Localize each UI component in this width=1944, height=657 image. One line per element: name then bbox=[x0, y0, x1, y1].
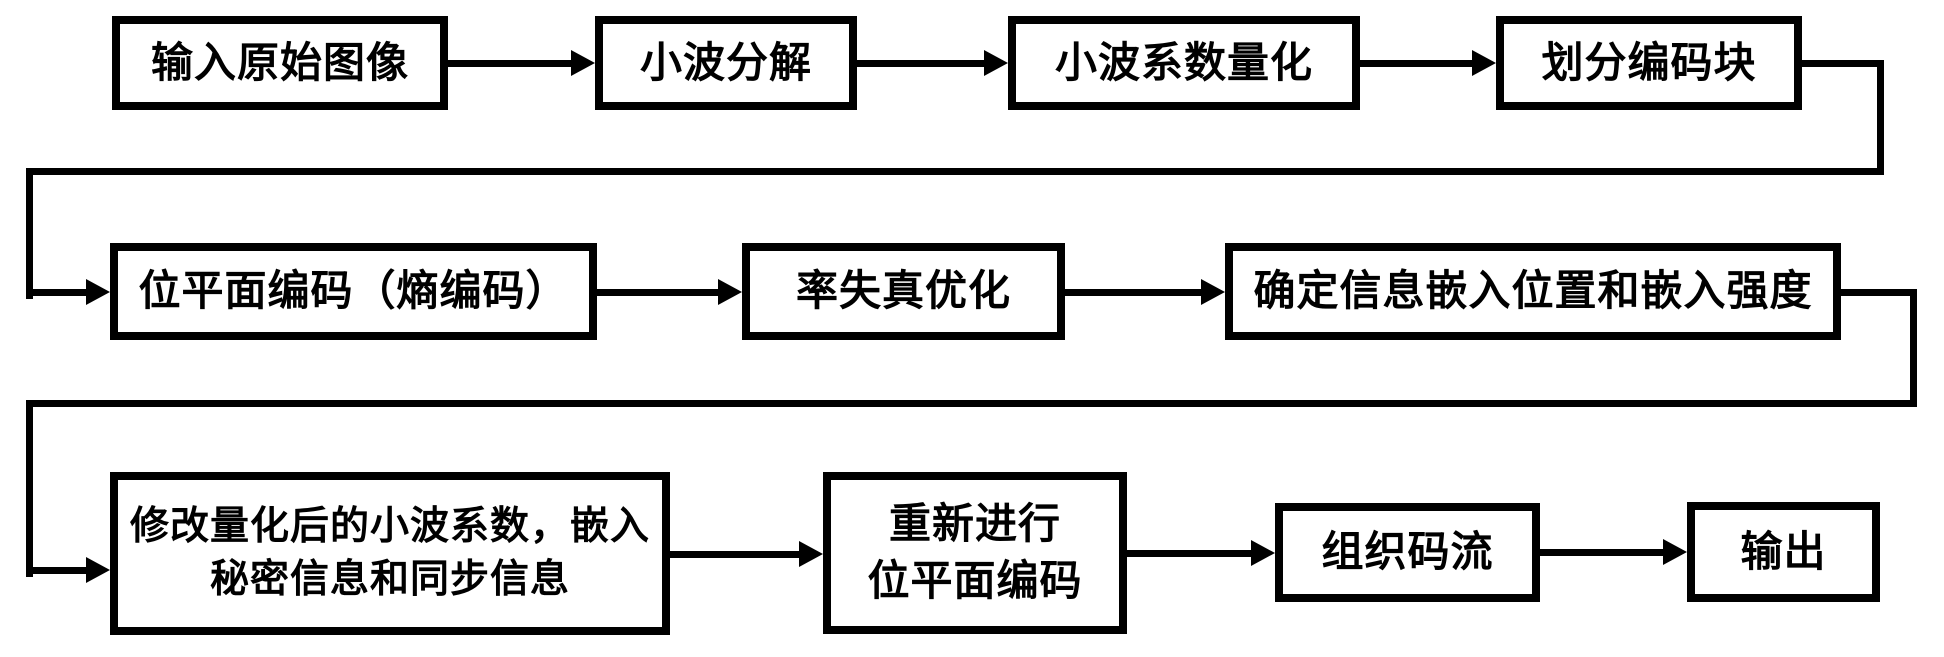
edge-embedding-to-modify-segment-down-left bbox=[26, 400, 33, 577]
node-redo-bitplane-coding: 重新进行 位平面编码 bbox=[823, 472, 1127, 634]
edge-partition-to-bitplane-segment-right bbox=[1802, 60, 1884, 67]
edge-bitplane-to-ratedistortion-line bbox=[597, 289, 720, 296]
node-label-line-1: 修改量化后的小波系数，嵌入 bbox=[129, 504, 650, 548]
node-label-line-1: 重新进行 bbox=[888, 500, 1061, 548]
arrowhead-icon bbox=[1201, 279, 1225, 305]
arrowhead-icon bbox=[799, 541, 823, 567]
edge-input-to-decomposition-line bbox=[448, 60, 576, 67]
edge-modify-to-redo-line bbox=[670, 551, 801, 558]
node-label: 率失真优化 bbox=[795, 267, 1011, 315]
node-label: 输入原始图像 bbox=[150, 38, 409, 86]
node-label-line-2: 位平面编码 bbox=[867, 557, 1083, 604]
edge-partition-to-bitplane-segment-down-left bbox=[26, 168, 33, 299]
edge-quantization-to-partition-line bbox=[1360, 60, 1476, 67]
node-label: 确定信息嵌入位置和嵌入强度 bbox=[1253, 267, 1813, 315]
node-label: 小波系数量化 bbox=[1054, 38, 1313, 86]
node-output: 输出 bbox=[1687, 502, 1880, 602]
node-input-original-image: 输入原始图像 bbox=[112, 16, 448, 110]
edge-organize-to-output-line bbox=[1538, 549, 1665, 556]
edge-partition-to-bitplane-segment-down bbox=[1877, 60, 1884, 175]
arrowhead-icon bbox=[718, 279, 742, 305]
node-modify-quantized-coefficients-embed: 修改量化后的小波系数，嵌入 秘密信息和同步信息 bbox=[110, 472, 670, 635]
edge-embedding-to-modify-line bbox=[26, 567, 88, 574]
edge-embedding-to-modify-segment-across bbox=[26, 400, 1917, 407]
node-label: 输出 bbox=[1740, 527, 1827, 575]
node-label-line-2: 秘密信息和同步信息 bbox=[209, 557, 570, 601]
arrowhead-icon bbox=[984, 50, 1008, 76]
node-partition-code-blocks: 划分编码块 bbox=[1496, 16, 1802, 110]
node-wavelet-decomposition: 小波分解 bbox=[595, 16, 857, 110]
node-bitplane-entropy-coding: 位平面编码（熵编码） bbox=[110, 243, 597, 340]
arrowhead-icon bbox=[86, 557, 110, 583]
arrowhead-icon bbox=[1472, 50, 1496, 76]
node-label: 划分编码块 bbox=[1541, 38, 1757, 86]
edge-partition-to-bitplane-line bbox=[26, 289, 88, 296]
node-rate-distortion-optimization: 率失真优化 bbox=[742, 243, 1065, 340]
arrowhead-icon bbox=[1251, 540, 1275, 566]
edge-redo-to-organize-line bbox=[1127, 550, 1253, 557]
node-label: 小波分解 bbox=[639, 38, 812, 86]
arrowhead-icon bbox=[1663, 539, 1687, 565]
edge-embedding-to-modify-segment-down bbox=[1910, 289, 1917, 404]
arrowhead-icon bbox=[571, 50, 595, 76]
node-label: 位平面编码（熵编码） bbox=[138, 267, 569, 315]
node-determine-embedding-position-strength: 确定信息嵌入位置和嵌入强度 bbox=[1225, 243, 1841, 340]
edge-partition-to-bitplane-segment-across bbox=[26, 168, 1884, 175]
arrowhead-icon bbox=[86, 279, 110, 305]
edge-embedding-to-modify-segment-right bbox=[1841, 289, 1917, 296]
edge-decomposition-to-quantization-line bbox=[857, 60, 989, 67]
node-label: 组织码流 bbox=[1321, 528, 1494, 576]
node-wavelet-coefficient-quantization: 小波系数量化 bbox=[1008, 16, 1360, 110]
edge-ratedistortion-to-embedding-line bbox=[1065, 289, 1203, 296]
node-organize-bitstream: 组织码流 bbox=[1275, 503, 1540, 602]
